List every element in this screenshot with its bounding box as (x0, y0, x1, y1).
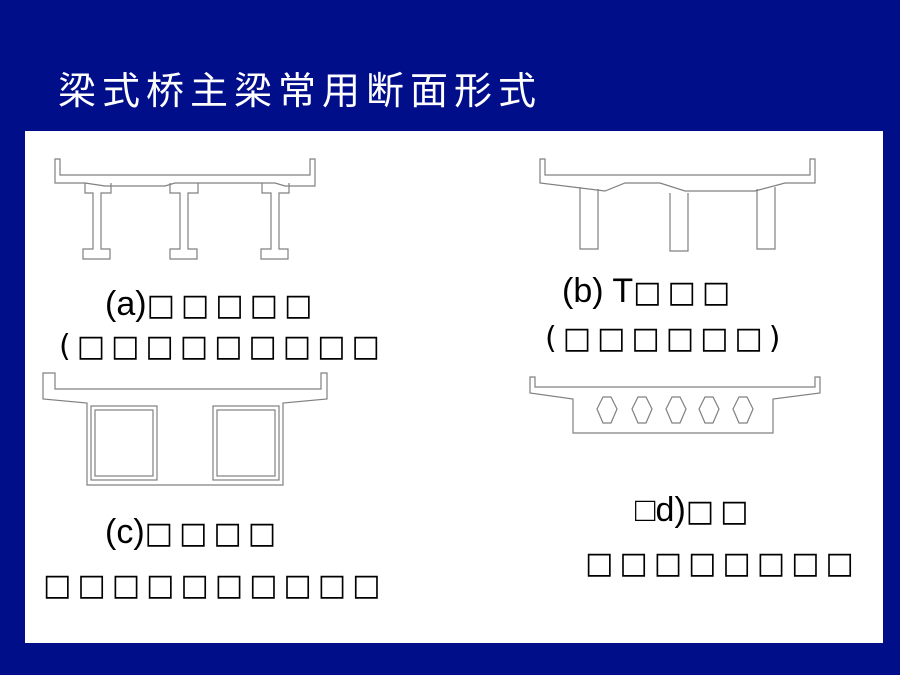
caption-b-title: □□□ (633, 275, 737, 310)
caption-c-subtitle: □□□□□□□□□□ (43, 568, 387, 603)
caption-b-sub: (□□□□□□) (545, 317, 786, 359)
caption-c-sub: □□□□□□□□□□ (43, 564, 386, 606)
caption-d-sub: □□□□□□□□ (585, 542, 860, 584)
caption-d: □d)□□ (635, 490, 754, 532)
i-beam-section (54, 158, 316, 260)
caption-d-title: □□ (685, 494, 755, 529)
hollow-void-5 (732, 396, 754, 424)
caption-c: (c)□□□□ (105, 512, 282, 554)
box-cell-right (212, 405, 280, 481)
box-cell-left (90, 405, 158, 481)
box-girder-section (42, 372, 328, 486)
t-beam-web-1 (579, 187, 599, 250)
caption-b: (b) T□□□ (562, 271, 736, 313)
diagram-panel: (a)□□□□□ (□□□□□□□□□ (b) T□□□ (□□□□□□) (c… (25, 131, 883, 643)
caption-b-prefix: (b) T (562, 272, 634, 310)
box-cell-right-inner (216, 409, 276, 477)
hollow-void-1 (596, 396, 618, 424)
caption-a: (a)□□□□□ (105, 284, 318, 326)
hollow-slab-outline (529, 376, 821, 434)
caption-a-sub: (□□□□□□□□□ (59, 325, 386, 367)
caption-a-subtitle: (□□□□□□□□□ (59, 329, 386, 364)
caption-b-subtitle: (□□□□□□) (545, 321, 787, 356)
i-beam-girder-2 (169, 183, 199, 260)
caption-c-title: □□□□ (144, 516, 283, 551)
hollow-slab-section (529, 376, 821, 434)
cross-sections-svg (42, 158, 821, 486)
i-beam-girder-3 (260, 183, 290, 260)
box-girder-outline (42, 372, 328, 486)
caption-d-subtitle: □□□□□□□□ (585, 546, 860, 581)
caption-c-prefix: (c) (105, 513, 145, 551)
i-beam-deck (54, 158, 316, 187)
caption-a-prefix: (a) (105, 285, 147, 323)
i-beam-girder-1 (82, 183, 112, 260)
t-beam-web-3 (756, 187, 776, 250)
hollow-void-2 (631, 396, 653, 424)
t-beam-deck (539, 158, 816, 192)
caption-a-title: □□□□□ (146, 288, 319, 323)
slide-title: 梁式桥主梁常用断面形式 (58, 69, 543, 113)
t-beam-web-2 (669, 193, 689, 252)
caption-d-prefix: □d) (635, 491, 686, 529)
hollow-void-4 (698, 396, 720, 424)
box-cell-left-inner (94, 409, 154, 477)
t-beam-section (539, 158, 816, 252)
hollow-void-3 (665, 396, 687, 424)
